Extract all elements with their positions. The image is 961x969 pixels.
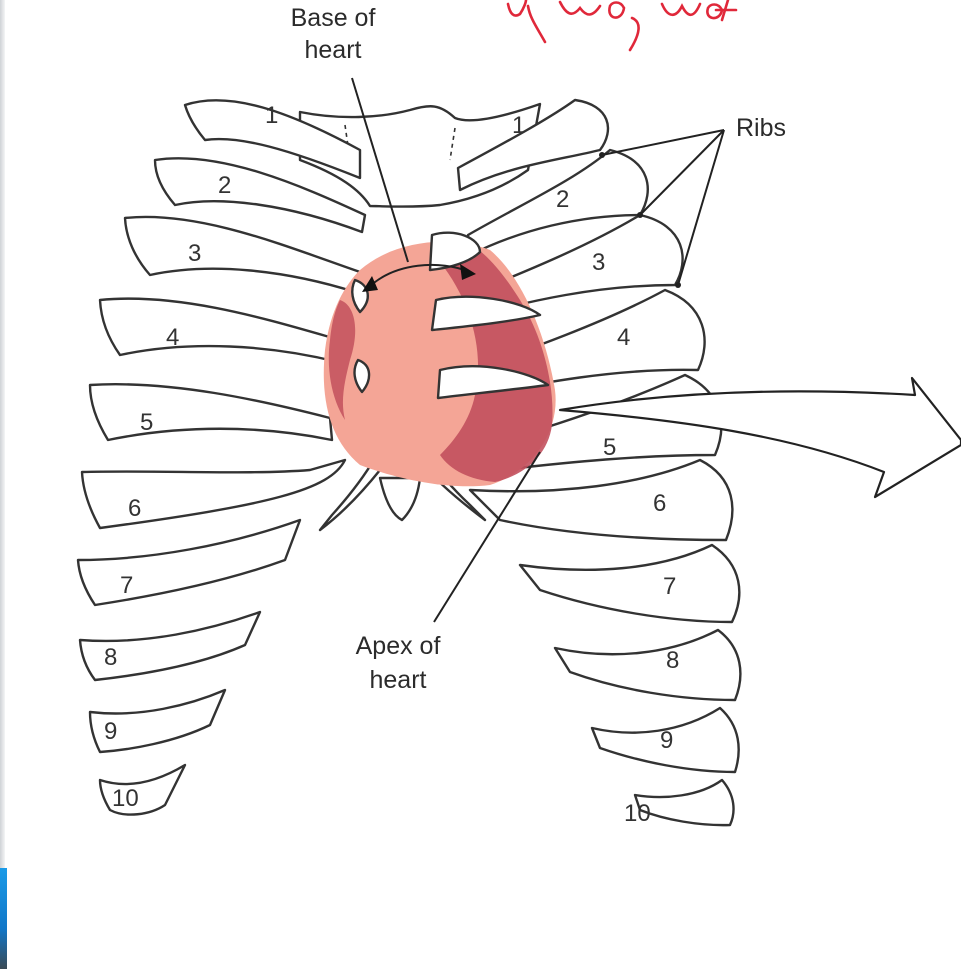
left-rib-number: 9 <box>104 718 117 745</box>
left-rib-number: 4 <box>166 324 179 351</box>
left-rib-number: 6 <box>128 495 141 522</box>
right-rib-number: 7 <box>663 573 676 600</box>
left-ribs <box>78 100 380 814</box>
xiphoid-process <box>380 478 420 520</box>
left-rib-number: 5 <box>140 409 153 436</box>
left-rib-number: 10 <box>112 785 139 812</box>
right-rib-number: 10 <box>624 800 651 827</box>
right-rib-number: 6 <box>653 490 666 517</box>
left-rib-number: 8 <box>104 644 117 671</box>
right-rib-number: 4 <box>617 324 630 351</box>
ribs-label: Ribs <box>736 114 786 142</box>
right-rib-number: 5 <box>603 434 616 461</box>
right-rib-number: 1 <box>512 112 525 139</box>
apex-label-line2: heart <box>370 666 427 694</box>
base-label-line1: Base of <box>291 4 376 32</box>
left-rib-number: 2 <box>218 172 231 199</box>
left-rib-number: 7 <box>120 572 133 599</box>
right-rib-number: 9 <box>660 727 673 754</box>
right-rib-number: 2 <box>556 186 569 213</box>
right-rib-number: 8 <box>666 647 679 674</box>
handwritten-annotation <box>508 0 736 50</box>
right-rib-number: 3 <box>592 249 605 276</box>
base-label-line2: heart <box>305 36 362 64</box>
left-rib-number: 3 <box>188 240 201 267</box>
apex-label-line1: Apex of <box>356 632 441 660</box>
left-rib-number: 1 <box>265 102 278 129</box>
